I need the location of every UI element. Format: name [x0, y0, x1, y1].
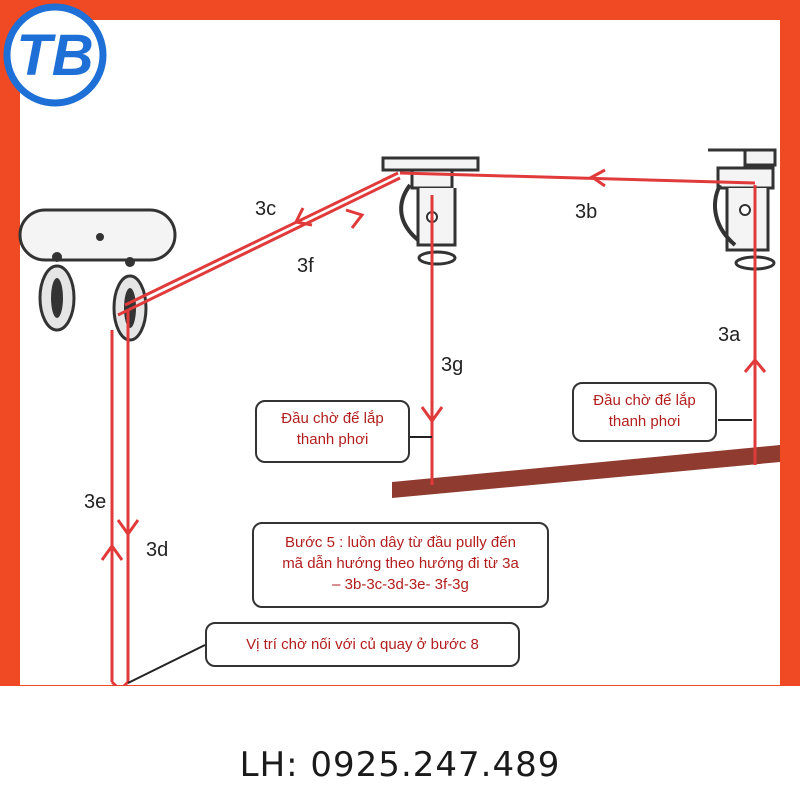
label-3c: 3c — [255, 198, 276, 220]
callout-step5: Bước 5 : luồn dây từ đầu pully đến mã dẫ… — [252, 522, 549, 608]
right-pulley-bracket — [708, 148, 777, 271]
rope-3c — [124, 171, 399, 307]
callout-position: Vị trí chờ nối với củ quay ở bước 8 — [205, 622, 520, 667]
left-pulley-block — [18, 208, 177, 342]
direction-arrows — [100, 168, 767, 561]
footer-band — [0, 686, 800, 800]
label-3a: 3a — [718, 324, 741, 346]
contact-phone: LH: 0925.247.489 — [239, 745, 561, 785]
label-3d: 3d — [146, 539, 168, 561]
drying-rail — [392, 445, 780, 498]
rope-3f — [117, 176, 401, 317]
label-3b: 3b — [575, 201, 597, 223]
label-3e: 3e — [84, 491, 106, 513]
svg-text:TB: TB — [16, 23, 93, 88]
label-3f: 3f — [297, 255, 314, 277]
callout-right-wait: Đầu chờ để lắp thanh phơi — [572, 382, 717, 442]
rope-3b — [399, 171, 756, 185]
brand-logo: TB — [3, 3, 107, 107]
label-3g: 3g — [441, 354, 463, 376]
callout-pointers — [127, 419, 752, 684]
callout-left-wait: Đầu chờ để lắp thanh phơi — [255, 400, 410, 463]
rope-paths — [110, 171, 757, 693]
